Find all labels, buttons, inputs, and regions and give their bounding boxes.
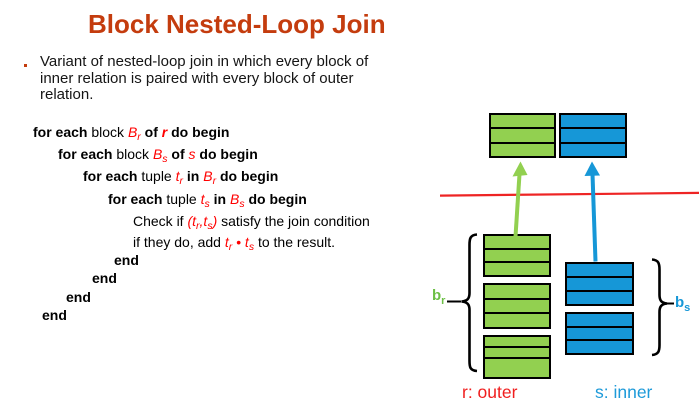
- outer-relation-stack: [483, 234, 551, 379]
- inner-blocks-count-label: bs: [675, 294, 691, 314]
- code-line: for each tuple tr in Br do begin: [83, 168, 279, 187]
- code-line: for each block Br of r do begin: [33, 124, 230, 143]
- outer-brace-icon: [461, 233, 478, 373]
- bullet-line: Variant of nested-loop join in which eve…: [40, 53, 369, 70]
- tuple-row: [485, 337, 549, 346]
- tuple-row: [567, 264, 632, 276]
- tuple-row: [561, 115, 625, 127]
- tuple-row: [561, 141, 625, 156]
- bullet-icon: [24, 64, 27, 67]
- outer-block: [483, 283, 551, 329]
- tuple-row: [485, 312, 549, 327]
- tuple-row: [485, 236, 549, 248]
- tuple-row: [567, 314, 632, 326]
- code-line: for each block Bs of s do begin: [58, 146, 258, 165]
- tuple-row: [485, 297, 549, 313]
- page-title: Block Nested-Loop Join: [88, 9, 386, 39]
- tuple-row: [485, 357, 549, 377]
- tuple-row: [485, 247, 549, 262]
- tuple-row: [491, 127, 554, 141]
- bullet-line: inner relation is paired with every bloc…: [40, 69, 354, 87]
- tuple-row: [567, 339, 632, 353]
- bullet-paragraph: Variant of nested-loop join in which eve…: [40, 53, 369, 104]
- inner-relation-label: s: inner: [595, 382, 653, 402]
- outer-arrow: [513, 173, 522, 237]
- outer-relation-label: r: outer: [462, 382, 518, 402]
- tuple-row: [567, 325, 632, 340]
- tuple-row: [491, 141, 554, 156]
- code-line: end: [66, 289, 91, 305]
- inner-relation-stack: [565, 262, 634, 355]
- code-line: for each tuple ts in Bs do begin: [108, 191, 307, 210]
- tuple-row: [491, 115, 554, 127]
- code-line: Check if (tr,ts) satisfy the join condit…: [133, 213, 370, 232]
- tuple-row: [485, 346, 549, 357]
- tuple-row: [567, 290, 632, 304]
- inner-arrow-head-icon: [584, 161, 600, 176]
- outer-block: [483, 335, 551, 379]
- outer-arrow-head-icon: [512, 161, 528, 177]
- tuple-row: [561, 127, 625, 141]
- tuple-row: [567, 276, 632, 290]
- code-line: end: [114, 252, 139, 268]
- memory-boundary-line: [439, 191, 699, 197]
- inner-brace-icon: [651, 258, 668, 357]
- memory-buffer-outer-block: [489, 113, 556, 158]
- outer-blocks-count-label: br: [432, 287, 446, 307]
- code-line: if they do, add tr • ts to the result.: [133, 234, 335, 253]
- outer-block: [483, 234, 551, 277]
- inner-block: [565, 312, 634, 355]
- tuple-row: [485, 285, 549, 298]
- pseudocode-block: for each block Br of r do begin for each …: [33, 121, 370, 325]
- bullet-line: relation.: [40, 86, 94, 104]
- inner-arrow: [590, 173, 598, 262]
- code-line: end: [92, 270, 117, 286]
- tuple-row: [485, 261, 549, 275]
- code-line: end: [42, 307, 67, 323]
- inner-block: [565, 262, 634, 306]
- memory-buffer-inner-block: [559, 113, 627, 158]
